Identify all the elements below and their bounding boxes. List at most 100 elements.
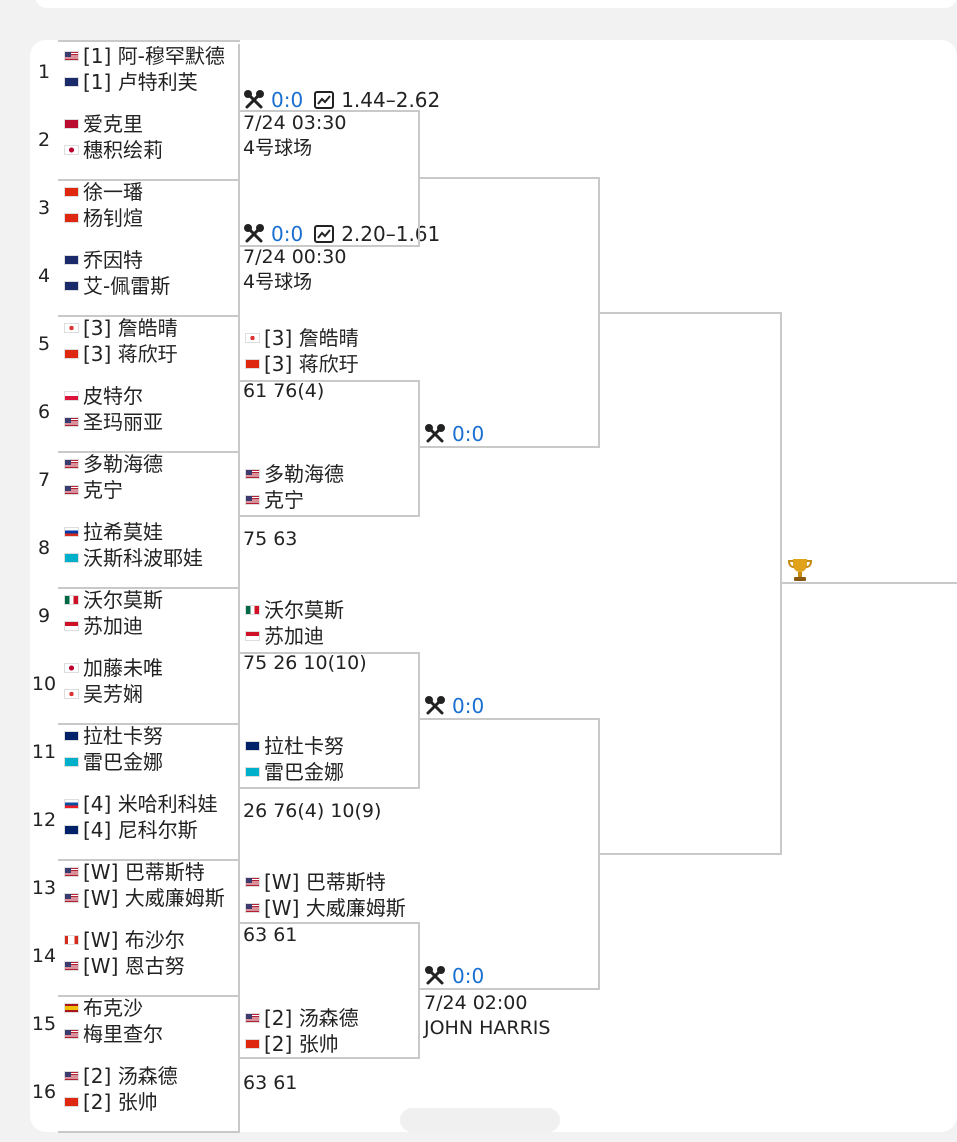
match-time: 7/24 03:30	[243, 112, 347, 134]
player-name: 徐一璠	[83, 180, 143, 204]
r2-player[interactable]: 雷巴金娜	[245, 760, 344, 784]
r1-player[interactable]: 沃尔莫斯	[64, 588, 163, 612]
r1-player[interactable]: [2] 汤森德	[64, 1064, 178, 1088]
r1-player[interactable]: [W] 大威廉姆斯	[64, 886, 225, 910]
seed-number: 4	[37, 265, 51, 287]
match-stat-row[interactable]: 0:0	[424, 964, 484, 988]
r1-player[interactable]: 沃斯科波耶娃	[64, 546, 203, 570]
match-stat-row[interactable]: 0:0 1.44–2.62	[243, 88, 440, 112]
r2-player[interactable]: [W] 大威廉姆斯	[245, 896, 406, 920]
player-name: 吴芳娴	[83, 682, 143, 706]
flag-us-icon	[64, 867, 79, 877]
sf-connector	[600, 312, 782, 314]
r1-connector	[238, 452, 240, 588]
r1-player[interactable]: 杨钊煊	[64, 206, 143, 230]
r1-player[interactable]: [3] 蒋欣玗	[64, 342, 178, 366]
flag-jp-icon	[64, 663, 79, 673]
flag-cn-icon	[64, 213, 79, 223]
r1-player[interactable]: 爱克里	[64, 112, 143, 136]
flag-kz-icon	[64, 757, 79, 767]
match-result: 63 61	[243, 924, 298, 946]
match-court: 4号球场	[243, 271, 313, 293]
r1-player[interactable]: 布克沙	[64, 996, 143, 1020]
seed-number: 5	[37, 333, 51, 355]
r1-player[interactable]: [W] 巴蒂斯特	[64, 860, 205, 884]
r1-player[interactable]: [1] 阿-穆罕默德	[64, 44, 225, 68]
r2-player[interactable]: 沃尔莫斯	[245, 598, 344, 622]
r1-player[interactable]: 拉希莫娃	[64, 520, 163, 544]
r1-player[interactable]: [W] 布沙尔	[64, 928, 185, 952]
seed-number: 11	[31, 741, 57, 763]
r1-player[interactable]: 穗积绘莉	[64, 138, 163, 162]
r1-player[interactable]: 艾-佩雷斯	[64, 274, 170, 298]
flag-cn-icon	[245, 359, 260, 369]
flag-canton	[65, 486, 71, 491]
r1-player[interactable]: 皮特尔	[64, 384, 143, 408]
flag-au-icon	[64, 281, 79, 291]
match-score-link[interactable]: 0:0	[452, 964, 485, 988]
flag-ca-icon	[64, 935, 79, 945]
r1-player[interactable]: 苏加迪	[64, 614, 143, 638]
seed-number: 3	[37, 197, 51, 219]
r1-player[interactable]: 圣玛丽亚	[64, 410, 163, 434]
player-name: 杨钊煊	[83, 206, 143, 230]
r2-player[interactable]: 苏加迪	[245, 624, 324, 648]
flag-jp-icon	[64, 145, 79, 155]
r2-player[interactable]: 克宁	[245, 488, 304, 512]
seed-number: 16	[31, 1081, 57, 1103]
r1-player[interactable]: 梅里查尔	[64, 1022, 163, 1046]
r1-connector	[238, 588, 240, 724]
player-name: 苏加迪	[264, 624, 324, 648]
player-name: [W] 大威廉姆斯	[83, 886, 225, 910]
r2-connector	[418, 110, 420, 247]
match-stat-row[interactable]: 0:0	[424, 422, 484, 446]
r2-player[interactable]: [W] 巴蒂斯特	[245, 870, 386, 894]
match-stat-row[interactable]: 0:0	[424, 694, 484, 718]
r1-player[interactable]: 雷巴金娜	[64, 750, 163, 774]
r2-player[interactable]: 拉杜卡努	[245, 734, 344, 758]
flag-cn-icon	[64, 349, 79, 359]
r1-player[interactable]: 加藤未唯	[64, 656, 163, 680]
player-name: [3] 蒋欣玗	[83, 342, 178, 366]
r2-connector	[240, 380, 420, 382]
player-name: 穗积绘莉	[83, 138, 163, 162]
r1-player[interactable]: [4] 尼科尔斯	[64, 818, 198, 842]
r1-player[interactable]: [4] 米哈利科娃	[64, 792, 218, 816]
flag-us-icon	[245, 903, 260, 913]
r1-player[interactable]: [3] 詹皓晴	[64, 316, 178, 340]
flag-mx-icon	[64, 595, 79, 605]
r1-player[interactable]: 拉杜卡努	[64, 724, 163, 748]
r1-player[interactable]: 克宁	[64, 478, 123, 502]
r1-player[interactable]: 徐一璠	[64, 180, 143, 204]
player-name: 沃斯科波耶娃	[83, 546, 203, 570]
r1-player[interactable]: 乔因特	[64, 248, 143, 272]
r1-player[interactable]: [2] 张帅	[64, 1090, 158, 1114]
odds-value: 1.44–2.62	[341, 88, 441, 112]
r1-player[interactable]: [W] 恩古努	[64, 954, 185, 978]
match-score-link[interactable]: 0:0	[452, 694, 485, 718]
r1-player[interactable]: [1] 卢特利芙	[64, 70, 198, 94]
r2-player[interactable]: [3] 蒋欣玗	[245, 352, 359, 376]
r2-player[interactable]: [2] 张帅	[245, 1032, 339, 1056]
match-result: 63 61	[243, 1072, 298, 1094]
chart-icon[interactable]	[313, 89, 335, 111]
player-name: [3] 詹皓晴	[264, 326, 359, 350]
player-name: [4] 米哈利科娃	[83, 792, 218, 816]
r1-player[interactable]: 多勒海德	[64, 452, 163, 476]
r1-separator	[58, 587, 240, 589]
match-score-link[interactable]: 0:0	[452, 422, 485, 446]
final-connector	[782, 582, 957, 584]
match-score-link[interactable]: 0:0	[271, 88, 304, 112]
flag-cn-icon	[245, 1039, 260, 1049]
r1-player[interactable]: 吴芳娴	[64, 682, 143, 706]
r2-player[interactable]: 多勒海德	[245, 462, 344, 486]
flag-us-icon	[245, 495, 260, 505]
seed-number: 10	[31, 673, 57, 695]
r2-player[interactable]: [2] 汤森德	[245, 1006, 359, 1030]
r2-player[interactable]: [3] 詹皓晴	[245, 326, 359, 350]
match-score-link[interactable]: 0:0	[271, 222, 304, 246]
r1-separator	[58, 1131, 240, 1133]
player-name: 多勒海德	[264, 462, 344, 486]
chart-icon[interactable]	[313, 223, 335, 245]
